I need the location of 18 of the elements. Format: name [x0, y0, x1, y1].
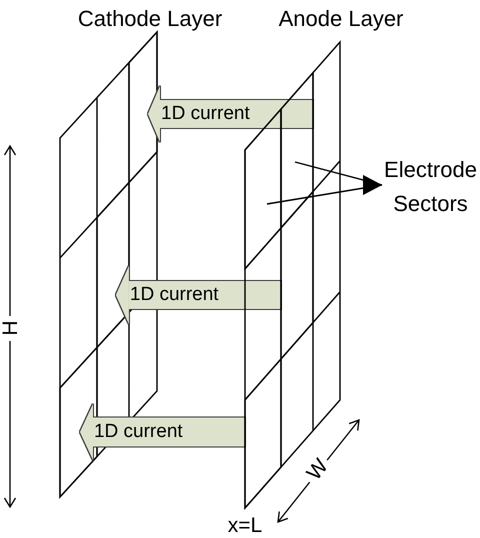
arrow-label: 1D current: [130, 283, 219, 307]
electrode-sector: [96, 180, 130, 350]
electrode-sector: [128, 30, 158, 184]
position-label: x=L: [228, 515, 262, 537]
arrow-label: 1D current: [94, 420, 183, 444]
electrode-sector: [280, 190, 314, 361]
layer-heading: Cathode Layer: [78, 5, 222, 33]
dimension-label: W: [303, 455, 333, 485]
block-arrow: [116, 266, 281, 324]
layer-heading: Anode Layer: [278, 5, 404, 33]
leader-line: [294, 161, 382, 195]
electrode-sector: [244, 357, 282, 510]
block-arrow: [80, 404, 245, 460]
dimension-label: H: [0, 320, 22, 336]
callout-label: Electrode Sectors: [382, 153, 479, 221]
electrode-sector: [280, 70, 314, 230]
arrow-label: 1D current: [161, 102, 250, 126]
block-arrow: [148, 86, 313, 142]
